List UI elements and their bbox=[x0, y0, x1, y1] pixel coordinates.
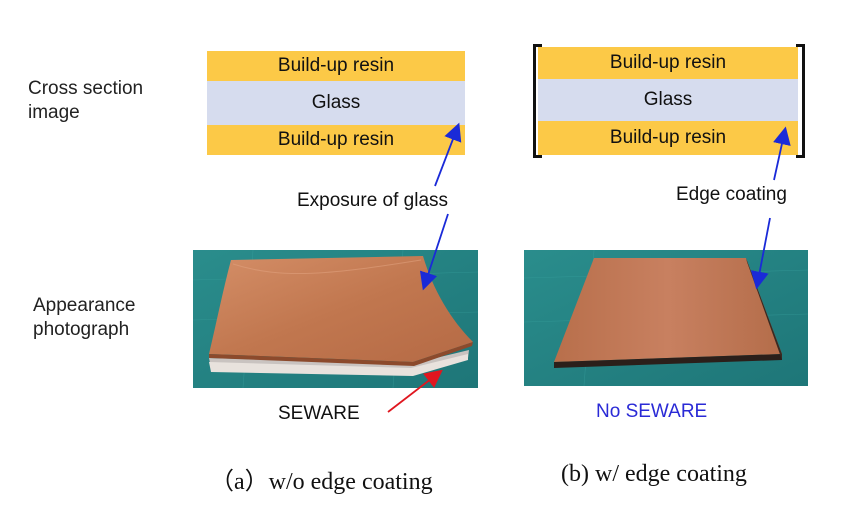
appearance-label-line1: Appearance bbox=[33, 295, 136, 316]
exposure-of-glass-annotation: Exposure of glass bbox=[297, 190, 449, 211]
left-caption: （a）w/o edge coating bbox=[210, 469, 433, 495]
left-glass-layer: Glass bbox=[207, 81, 465, 125]
right-bottom-resin-layer: Build-up resin bbox=[538, 121, 798, 155]
right-appearance-photo bbox=[524, 250, 808, 386]
left-appearance-photo bbox=[193, 250, 478, 388]
cross-section-label-line2: image bbox=[28, 102, 80, 123]
cross-section-label-line1: Cross section bbox=[28, 78, 144, 99]
left-top-resin-layer: Build-up resin bbox=[207, 51, 465, 81]
right-edge-coating-bracket bbox=[796, 44, 805, 158]
right-top-resin-layer: Build-up resin bbox=[538, 47, 798, 79]
right-board-photo-illustration bbox=[524, 250, 808, 386]
no-seware-note: No SEWARE bbox=[596, 401, 708, 422]
left-edge-coating-bracket bbox=[533, 44, 542, 158]
appearance-label-line2: photograph bbox=[33, 319, 130, 340]
right-caption: (b) w/ edge coating bbox=[561, 461, 747, 487]
seware-note: SEWARE bbox=[278, 403, 360, 424]
appearance-label: Appearance photograph bbox=[33, 294, 135, 342]
left-bottom-resin-layer: Build-up resin bbox=[207, 125, 465, 155]
left-board-photo-illustration bbox=[193, 250, 478, 388]
edge-coating-annotation: Edge coating bbox=[676, 184, 787, 205]
right-glass-layer: Glass bbox=[538, 79, 798, 121]
cross-section-label: Cross section image bbox=[28, 77, 143, 125]
